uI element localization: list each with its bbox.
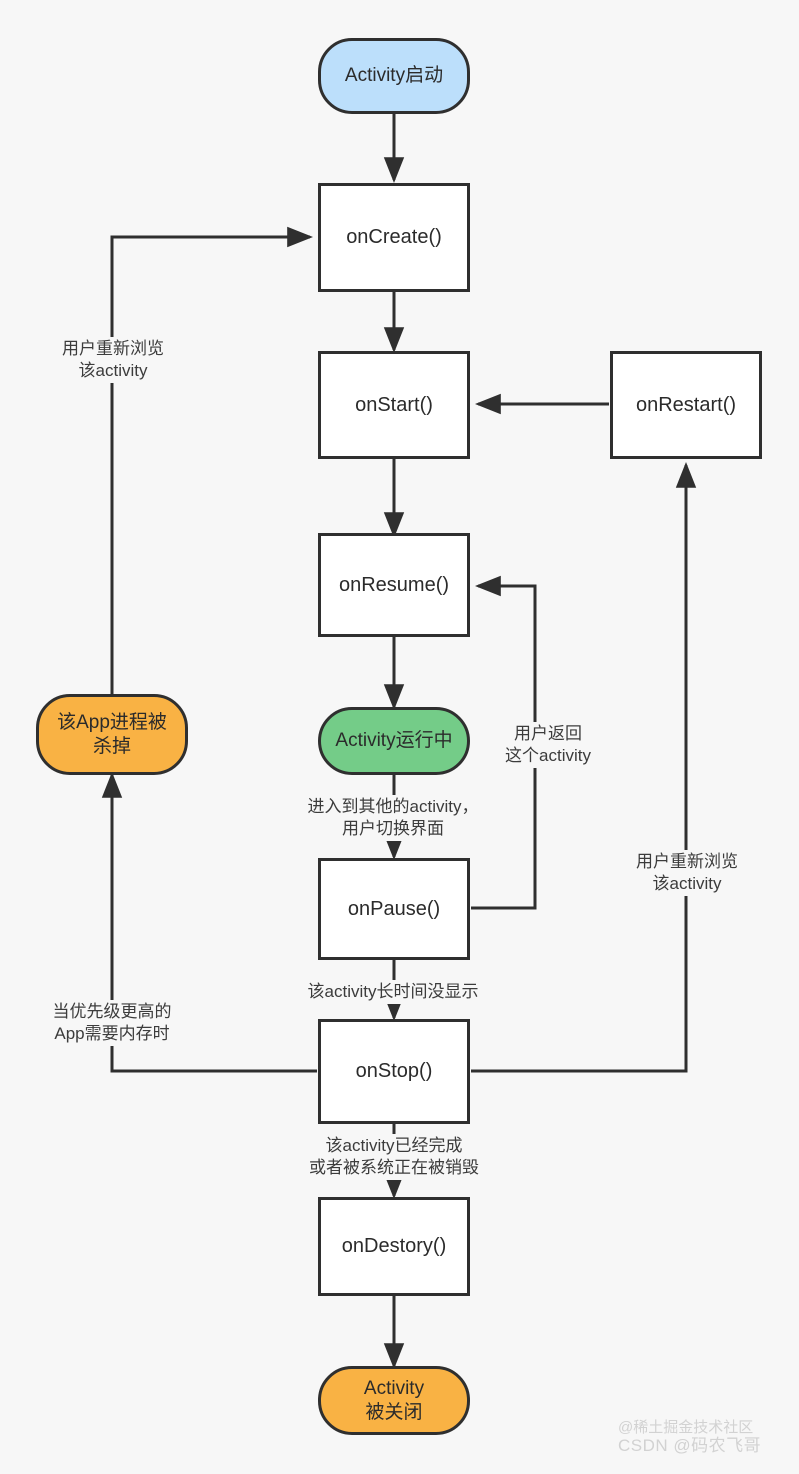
node-label: onResume(): [338, 573, 450, 596]
node-app-process-killed[interactable]: 该App进程被 杀掉: [36, 694, 188, 775]
edge-label-relaunch-left: 用户重新浏览 该activity: [38, 337, 188, 384]
node-activity-running[interactable]: Activity运行中: [318, 707, 470, 775]
node-label: onRestart(): [635, 393, 737, 416]
node-label: onPause(): [347, 897, 441, 920]
node-onstart[interactable]: onStart(): [318, 351, 470, 459]
node-onresume[interactable]: onResume(): [318, 533, 470, 637]
edge-label-finished: 该activity已经完成 或者被系统正在被销毁: [272, 1134, 516, 1181]
edge-label-relaunch-right: 用户重新浏览 该activity: [611, 850, 763, 897]
node-onpause[interactable]: onPause(): [318, 858, 470, 960]
node-label: onDestory(): [341, 1235, 447, 1257]
edge-label-not-visible: 该activity长时间没显示: [277, 980, 509, 1005]
node-label: onStop(): [355, 1060, 433, 1082]
node-oncreate[interactable]: onCreate(): [318, 183, 470, 292]
node-label: onStart(): [355, 393, 433, 416]
edge-label-switch-activity: 进入到其他的activity， 用户切换界面: [277, 795, 509, 842]
node-label: Activity运行中: [335, 730, 453, 752]
node-onrestart[interactable]: onRestart(): [610, 351, 762, 459]
node-ondestroy[interactable]: onDestory(): [318, 1197, 470, 1296]
node-label: Activity 被关闭: [363, 1377, 425, 1423]
edge-label-memory-needed: 当优先级更高的 App需要内存时: [36, 1000, 188, 1047]
node-label: Activity启动: [344, 65, 444, 87]
node-label: 该App进程被 杀掉: [57, 711, 167, 757]
edge-label-return-activity: 用户返回 这个activity: [487, 722, 609, 769]
edge-onstop-to-oncreate: [110, 226, 317, 1073]
edge-onstop-to-onrestart: [471, 461, 697, 1073]
node-activity-closed[interactable]: Activity 被关闭: [318, 1366, 470, 1435]
node-label: onCreate(): [346, 226, 442, 248]
node-onstop[interactable]: onStop(): [318, 1019, 470, 1124]
node-activity-start[interactable]: Activity启动: [318, 38, 470, 114]
